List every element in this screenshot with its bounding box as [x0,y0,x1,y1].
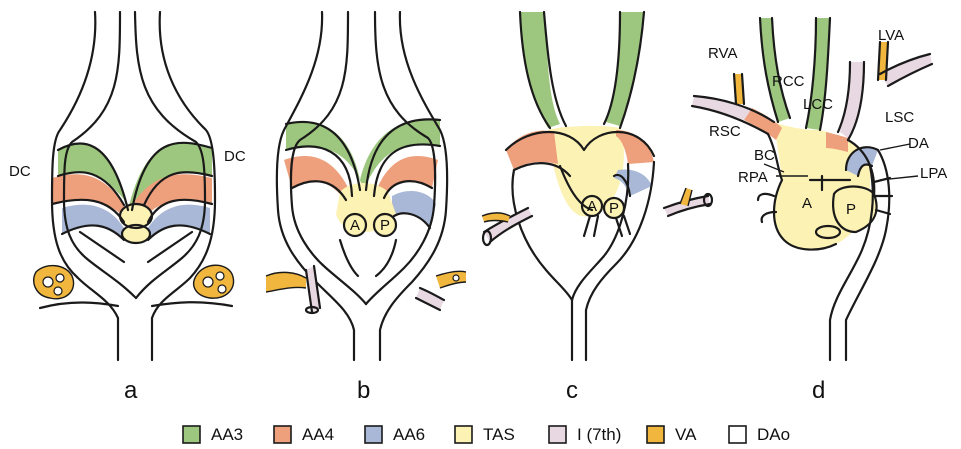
panel-a: DC DC a [9,12,246,404]
panel-d-lsc-label: LSC [885,109,914,126]
legend-label-dao: DAo [757,425,790,444]
legend-swatch-aa3 [183,426,200,443]
panel-d-a-label: A [802,195,812,212]
panel-d-rcc-label: RCC [772,73,805,90]
panel-b: A P b [266,12,466,404]
panel-c-p-label: P [609,200,619,217]
panel-c: A P c [482,12,712,404]
panel-d-rsc-label: RSC [709,123,741,140]
legend-label-aa6: AA6 [393,425,425,444]
panel-d-rpa-label: RPA [738,169,768,186]
panel-d-lcc-label: LCC [803,96,833,113]
legend-label-va: VA [675,425,697,444]
panel-c-a-label: A [587,198,597,215]
panel-b-a-label: A [350,217,360,234]
panel-a-va-left [34,266,74,299]
panel-a-va-right [194,265,234,298]
panel-d-bc-label: BC [754,147,775,164]
panel-d: RVA LVA RCC LCC RSC LSC DA BC RPA LPA A … [692,18,947,404]
panel-d-lva-label: LVA [878,27,904,44]
legend-label-i7: I (7th) [577,425,621,444]
panel-d-rva-label: RVA [708,45,737,62]
legend-swatch-aa4 [274,426,291,443]
legend-swatch-aa6 [365,426,382,443]
panel-d-p-label: P [846,201,856,218]
legend-swatch-dao [729,426,746,443]
panel-b-aa6-band-r [392,191,436,228]
legend-swatch-i7 [549,426,566,443]
panel-d-label: d [812,377,825,404]
panel-b-p-label: P [380,217,390,234]
legend-label-aa4: AA4 [302,425,334,444]
panel-c-aa3-right [606,12,644,126]
panel-a-dc-left: DC [9,163,31,180]
panel-a-label: a [124,377,138,404]
legend-swatch-va [647,426,664,443]
panel-d-da-label: DA [908,135,929,152]
legend: AA3 AA4 AA6 TAS I (7th) VA DAo [183,425,790,444]
panel-b-label: b [357,377,370,404]
panel-d-lpa-label: LPA [920,165,947,182]
panel-a-dc-right: DC [224,148,246,165]
legend-label-tas: TAS [483,425,515,444]
panel-c-label: c [566,377,578,404]
legend-label-aa3: AA3 [211,425,243,444]
legend-swatch-tas [455,426,472,443]
